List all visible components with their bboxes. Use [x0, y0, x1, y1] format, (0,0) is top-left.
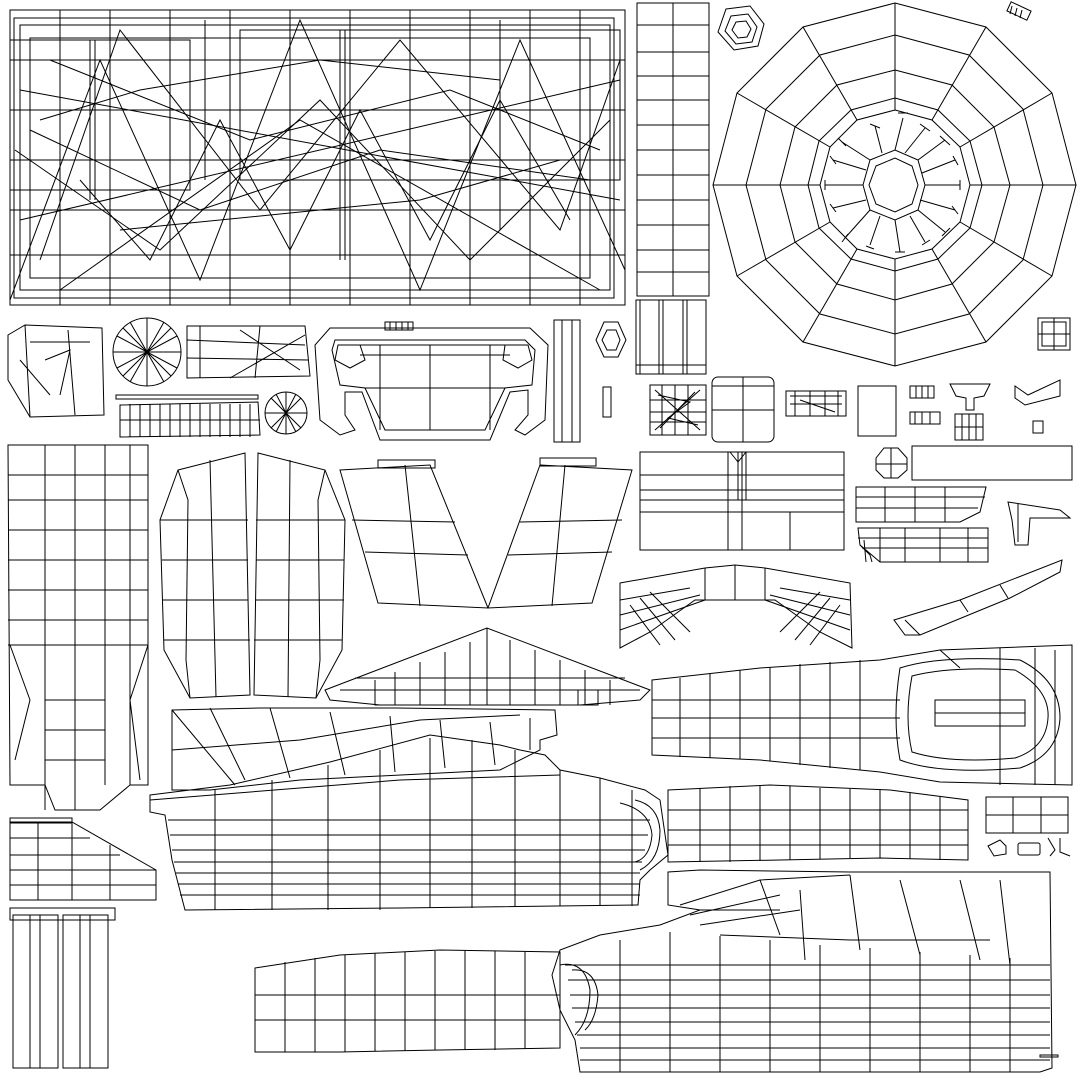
hull-lower-strip-island: [255, 950, 560, 1052]
small-cylinder-island: [1007, 2, 1031, 20]
long-vertical-panel-island: [8, 445, 148, 810]
frame-loop-island: [315, 322, 548, 440]
octagon-small-island: [876, 448, 907, 478]
tiny-parts-row-island: [910, 380, 1060, 440]
long-wedge-island: [894, 560, 1062, 635]
hull-tail-strip-island: [668, 785, 968, 862]
circle-fan-small-island: [265, 392, 307, 434]
small-sliver-island: [603, 387, 611, 417]
small-grid-block-island: [986, 797, 1070, 856]
overlapping-cluster-island: [10, 10, 625, 305]
gable-strip-island: [325, 628, 650, 705]
hull-upper-island: [172, 708, 557, 790]
dense-cluster-a-island: [650, 385, 706, 435]
ring-side-part-island: [1038, 318, 1070, 350]
long-bar-island: [912, 446, 1072, 480]
winged-panel-island: [620, 565, 852, 648]
curved-panel-right-island: [254, 453, 345, 698]
hex-nut-island: [718, 6, 764, 50]
dense-cluster-b-island: [786, 391, 846, 416]
vertical-strip-grid-island: [637, 3, 709, 296]
tail-block-island: [10, 818, 156, 900]
cockpit-panel-island: [652, 645, 1072, 785]
circle-fan-large-island: [113, 318, 181, 386]
left-panel-island: [8, 325, 104, 417]
trapezoid-right-island: [488, 458, 632, 608]
cylinder-grid-island: [712, 377, 774, 442]
curved-panel-left-island: [160, 453, 250, 698]
rect-grid-block-island: [640, 452, 844, 550]
bracket-part-island: [1008, 502, 1070, 545]
twin-column-island: [10, 908, 115, 1068]
curved-grid-stack-island: [856, 487, 988, 562]
trapezoid-left-island: [340, 460, 488, 608]
blank-square-island: [858, 386, 896, 436]
triple-column-block-island: [636, 300, 706, 374]
hex-small-island: [596, 322, 626, 357]
vertical-bar-island: [554, 320, 580, 442]
hull-main-right-island: [552, 870, 1058, 1072]
fine-strip-island: [116, 395, 260, 437]
radial-ring-island: [713, 3, 1076, 366]
wedge-strip-island: [187, 326, 310, 378]
hull-main-left-island: [150, 735, 668, 910]
